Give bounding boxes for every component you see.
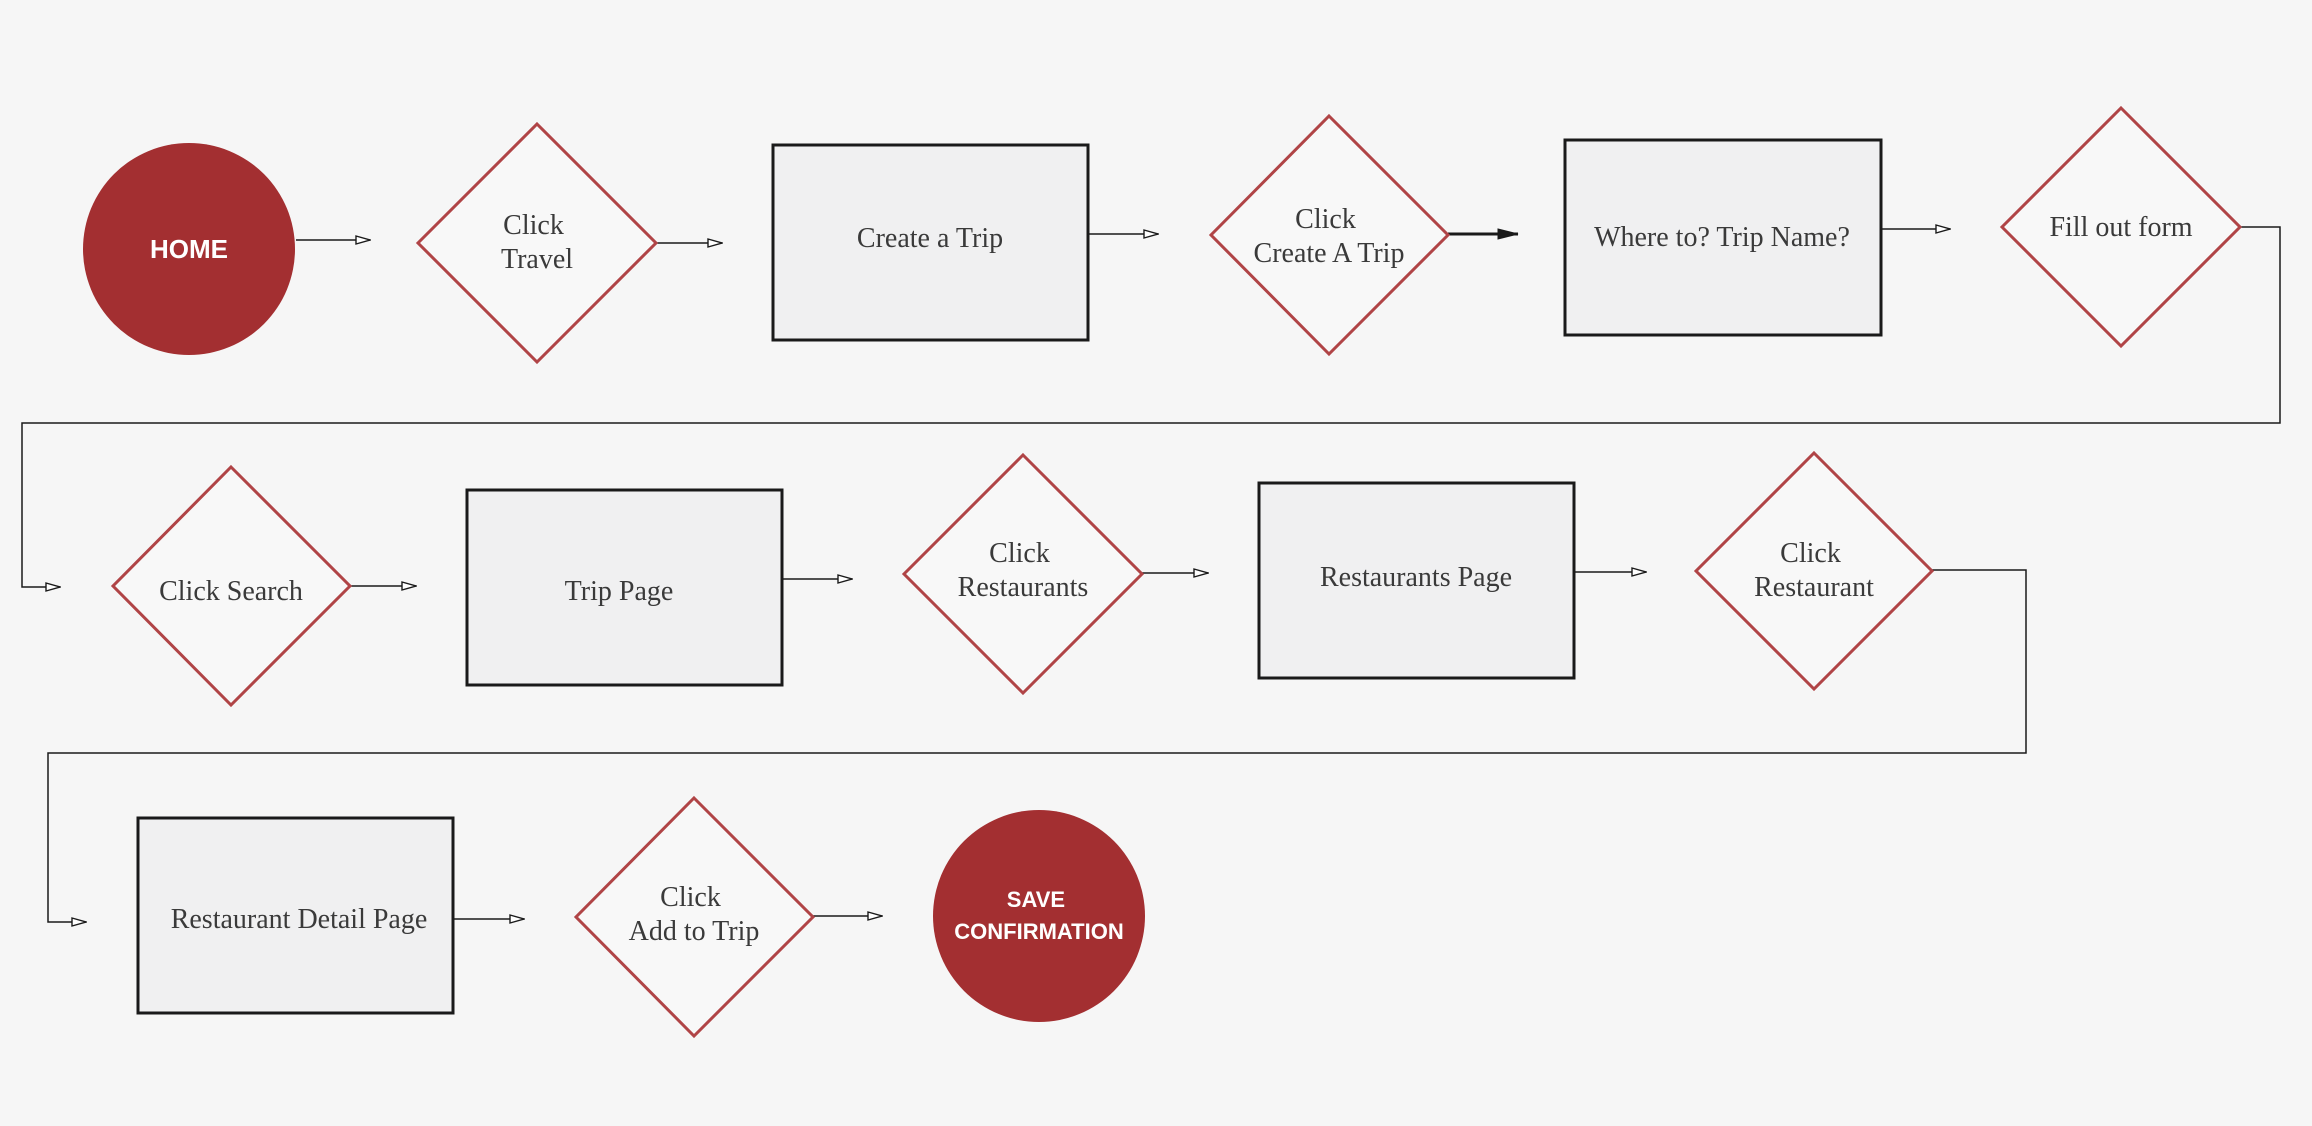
connectors: [21, 226, 2281, 922]
node-restaurants-page: Restaurants Page: [1257, 481, 1576, 680]
node-click-restaurants-label: Click Restaurants: [958, 538, 1089, 603]
edge-fill-form-to-click-search: [21, 226, 2281, 587]
node-click-search: Click Search: [110, 464, 353, 708]
node-restaurant-detail-label: Restaurant Detail Page: [171, 904, 428, 935]
node-trip-page-label: Trip Page: [565, 576, 674, 607]
node-click-search-label: Click Search: [159, 576, 303, 607]
node-where-to-label: Where to? Trip Name?: [1594, 222, 1850, 253]
node-restaurant-detail: Restaurant Detail Page: [136, 816, 455, 1015]
node-click-restaurant: Click Restaurant: [1693, 450, 1935, 692]
node-click-create-trip-label: Click Create A Trip: [1254, 204, 1405, 269]
node-click-travel-label: Click Travel: [501, 210, 573, 275]
node-click-restaurant-label: Click Restaurant: [1754, 538, 1874, 603]
node-click-travel: Click Travel: [415, 121, 659, 365]
node-click-create-trip: Click Create A Trip: [1208, 113, 1451, 357]
node-trip-page: Trip Page: [465, 488, 784, 687]
node-create-trip: Create a Trip: [771, 143, 1090, 342]
edge-click-restaurant-to-restaurant-detail: [47, 569, 2027, 922]
node-where-to: Where to? Trip Name?: [1563, 138, 1883, 337]
node-home: HOME: [83, 143, 295, 355]
node-fill-form-label: Fill out form: [2049, 212, 2192, 243]
node-create-trip-label: Create a Trip: [857, 223, 1003, 254]
node-click-add-to-trip: Click Add to Trip: [573, 795, 816, 1039]
node-home-label: HOME: [150, 234, 228, 264]
node-restaurants-page-label: Restaurants Page: [1320, 562, 1512, 593]
node-save-confirmation-label: SAVE CONFIRMATION: [954, 887, 1123, 944]
node-click-restaurants: Click Restaurants: [901, 452, 1145, 696]
node-click-add-to-trip-label: Click Add to Trip: [629, 882, 760, 947]
node-fill-form: Fill out form: [1999, 105, 2243, 349]
node-save-confirmation: SAVE CONFIRMATION: [933, 810, 1145, 1022]
